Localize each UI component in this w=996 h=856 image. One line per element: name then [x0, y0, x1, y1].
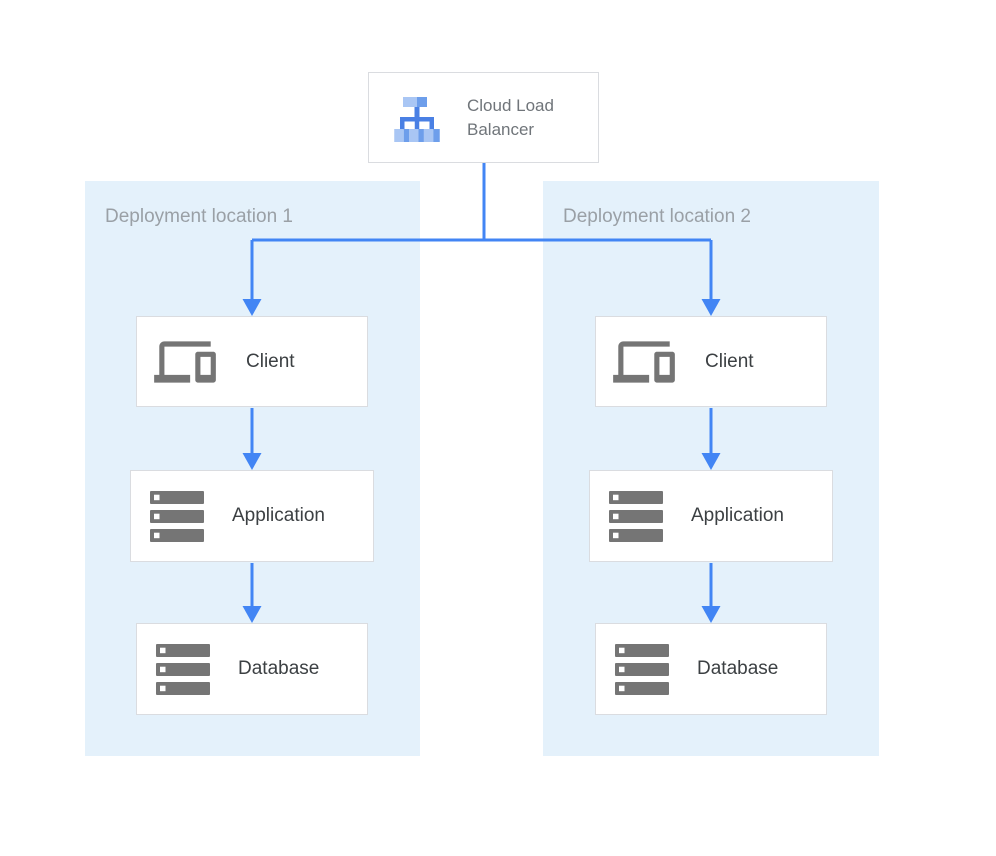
node-application-2: Application	[589, 470, 833, 562]
node-application-1: Application	[130, 470, 374, 562]
node-database-2: Database	[595, 623, 827, 715]
node-label: Client	[246, 350, 295, 372]
arrowhead-icon	[242, 299, 262, 316]
devices-icon	[152, 335, 218, 389]
arrowhead-icon	[701, 299, 721, 316]
arrowhead-icon	[701, 606, 721, 623]
load-balancer-node: Cloud Load Balancer	[368, 72, 599, 163]
servers-icon	[615, 643, 669, 695]
node-database-1: Database	[136, 623, 368, 715]
node-label: Client	[705, 350, 754, 372]
panel-label-1: Deployment location 1	[105, 206, 293, 227]
arrowhead-icon	[242, 606, 262, 623]
node-client-1: Client	[136, 316, 368, 407]
arrowhead-icon	[242, 453, 262, 470]
node-label: Database	[238, 658, 320, 679]
node-label: Database	[697, 658, 779, 679]
servers-icon	[609, 490, 663, 542]
servers-icon	[150, 490, 204, 542]
panel-label-2: Deployment location 2	[563, 206, 751, 227]
servers-icon	[156, 643, 210, 695]
node-label: Application	[691, 505, 784, 526]
devices-icon	[611, 335, 677, 389]
node-label: Application	[232, 505, 325, 526]
arrowhead-icon	[701, 453, 721, 470]
node-client-2: Client	[595, 316, 827, 407]
cloud-load-balancer-icon	[391, 92, 443, 144]
load-balancer-label: Cloud Load Balancer	[467, 95, 554, 139]
